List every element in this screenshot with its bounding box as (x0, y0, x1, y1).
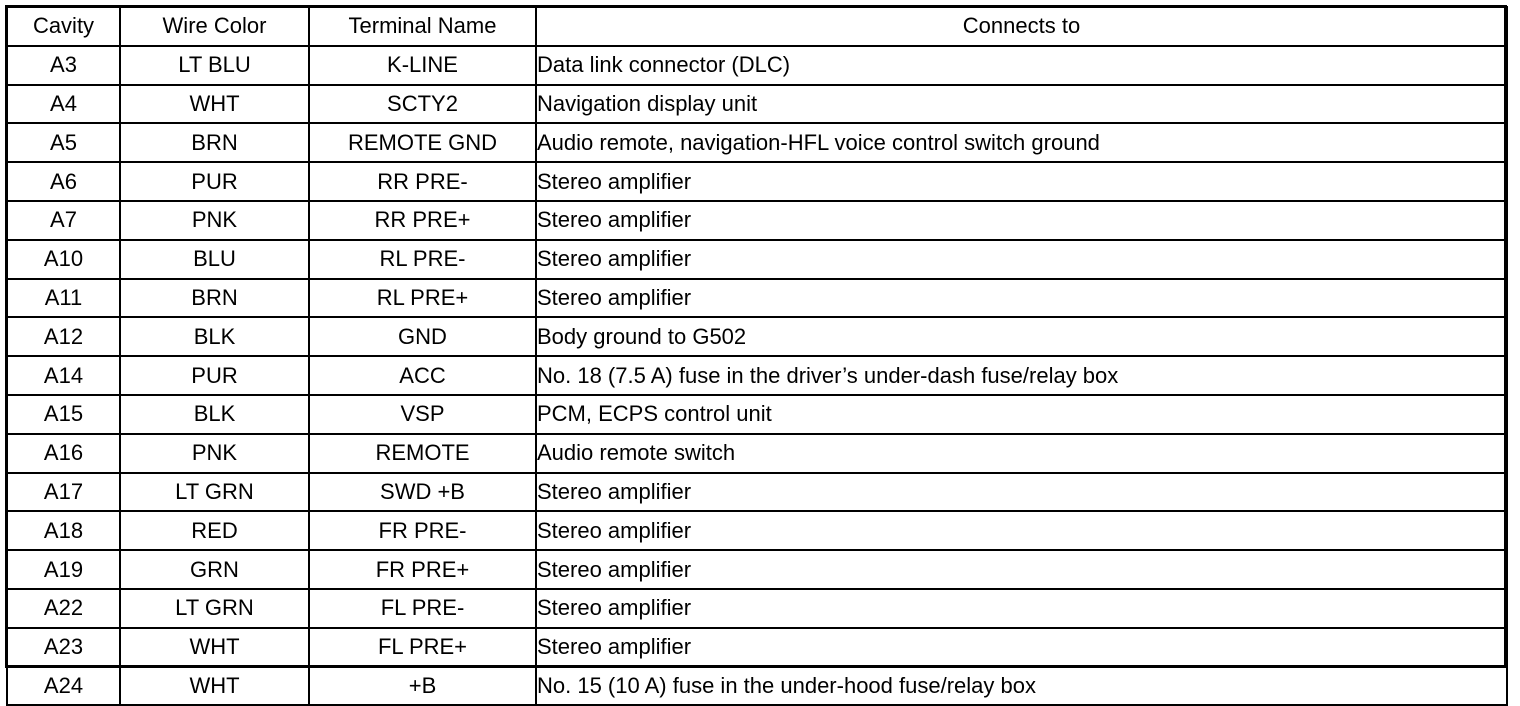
cell-connects-to: Navigation display unit (535, 83, 1508, 125)
cell-connects-to: PCM, ECPS control unit (535, 393, 1508, 435)
cell-terminal-name: VSP (308, 393, 537, 435)
cell-wire-color: BRN (119, 277, 310, 319)
cell-connects-to: No. 15 (10 A) fuse in the under-hood fus… (535, 665, 1508, 706)
cell-terminal-name: FR PRE+ (308, 549, 537, 590)
cell-connects-to: Body ground to G502 (535, 316, 1508, 358)
cell-terminal-name: SWD +B (308, 471, 537, 513)
cell-terminal-name: FR PRE- (308, 510, 537, 552)
header-cavity: Cavity (6, 6, 121, 47)
cell-connects-to: Stereo amplifier (535, 549, 1508, 590)
cell-cavity: A22 (6, 587, 121, 629)
cell-wire-color: PNK (119, 432, 310, 474)
cell-terminal-name: RR PRE- (308, 161, 537, 202)
cell-terminal-name: REMOTE (308, 432, 537, 474)
cell-cavity: A14 (6, 355, 121, 396)
cell-terminal-name: +B (308, 665, 537, 706)
cell-connects-to: Stereo amplifier (535, 238, 1508, 280)
cell-wire-color: WHT (119, 83, 310, 125)
cell-connects-to: Stereo amplifier (535, 277, 1508, 319)
cell-connects-to: Stereo amplifier (535, 199, 1508, 241)
cell-connects-to: Stereo amplifier (535, 510, 1508, 552)
cell-cavity: A3 (6, 44, 121, 86)
cell-cavity: A12 (6, 316, 121, 358)
cell-terminal-name: FL PRE+ (308, 626, 537, 668)
cell-wire-color: WHT (119, 665, 310, 706)
cell-connects-to: No. 18 (7.5 A) fuse in the driver’s unde… (535, 355, 1508, 396)
cell-connects-to: Stereo amplifier (535, 471, 1508, 513)
cell-cavity: A24 (6, 665, 121, 706)
cell-cavity: A15 (6, 393, 121, 435)
connector-pinout-table: Cavity Wire Color Terminal Name Connects… (6, 6, 1508, 706)
cell-wire-color: PUR (119, 355, 310, 396)
cell-connects-to: Stereo amplifier (535, 626, 1508, 668)
cell-terminal-name: SCTY2 (308, 83, 537, 125)
cell-cavity: A7 (6, 199, 121, 241)
cell-cavity: A18 (6, 510, 121, 552)
cell-cavity: A4 (6, 83, 121, 125)
cell-wire-color: WHT (119, 626, 310, 668)
cell-terminal-name: ACC (308, 355, 537, 396)
header-connects-to: Connects to (535, 6, 1508, 47)
cell-terminal-name: FL PRE- (308, 587, 537, 629)
cell-cavity: A6 (6, 161, 121, 202)
cell-wire-color: PNK (119, 199, 310, 241)
cell-wire-color: BLU (119, 238, 310, 280)
table-header-row: Cavity Wire Color Terminal Name Connects… (6, 6, 1508, 47)
cell-terminal-name: RR PRE+ (308, 199, 537, 241)
header-terminal-name: Terminal Name (308, 6, 537, 47)
cell-terminal-name: RL PRE- (308, 238, 537, 280)
cell-wire-color: BLK (119, 316, 310, 358)
cell-wire-color: RED (119, 510, 310, 552)
cell-terminal-name: RL PRE+ (308, 277, 537, 319)
cell-connects-to: Audio remote switch (535, 432, 1508, 474)
cell-connects-to: Audio remote, navigation-HFL voice contr… (535, 122, 1508, 164)
cell-cavity: A19 (6, 549, 121, 590)
cell-cavity: A11 (6, 277, 121, 319)
cell-wire-color: LT BLU (119, 44, 310, 86)
cell-cavity: A5 (6, 122, 121, 164)
cell-wire-color: PUR (119, 161, 310, 202)
cell-cavity: A17 (6, 471, 121, 513)
cell-wire-color: GRN (119, 549, 310, 590)
cell-wire-color: BLK (119, 393, 310, 435)
cell-wire-color: LT GRN (119, 587, 310, 629)
cell-cavity: A16 (6, 432, 121, 474)
cell-connects-to: Stereo amplifier (535, 587, 1508, 629)
cell-wire-color: BRN (119, 122, 310, 164)
cell-terminal-name: REMOTE GND (308, 122, 537, 164)
cell-cavity: A10 (6, 238, 121, 280)
cell-wire-color: LT GRN (119, 471, 310, 513)
header-wire-color: Wire Color (119, 6, 310, 47)
cell-connects-to: Data link connector (DLC) (535, 44, 1508, 86)
cell-terminal-name: K-LINE (308, 44, 537, 86)
cell-connects-to: Stereo amplifier (535, 161, 1508, 202)
cell-terminal-name: GND (308, 316, 537, 358)
cell-cavity: A23 (6, 626, 121, 668)
